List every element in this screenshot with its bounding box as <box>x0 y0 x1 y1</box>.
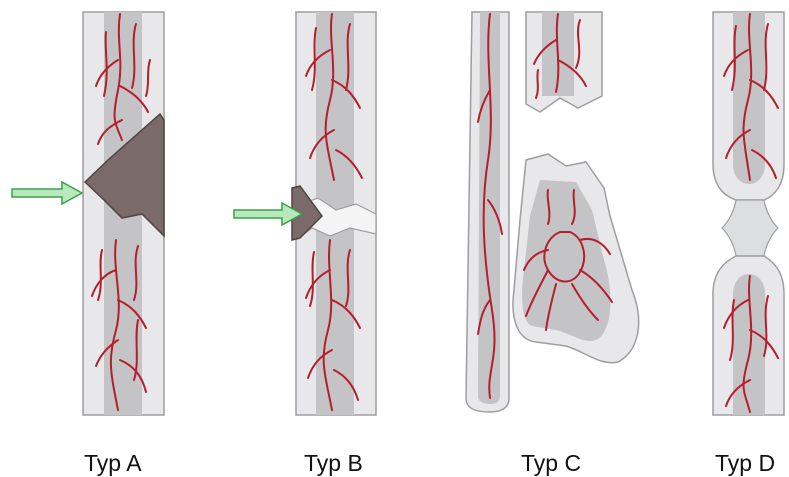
panel-c-lower-fragment <box>513 154 639 363</box>
caption-typ-d: Typ D <box>715 450 775 477</box>
panel-d-callus <box>722 200 778 256</box>
panel-a-arrow <box>12 182 82 204</box>
panel-c-shaft <box>466 12 509 412</box>
caption-typ-b: Typ B <box>304 450 363 477</box>
panel-b-bone <box>292 12 376 415</box>
panel-a-bone <box>83 12 164 415</box>
panel-c-upper-fragment <box>526 12 602 112</box>
caption-typ-c: Typ C <box>521 450 581 477</box>
caption-typ-a: Typ A <box>84 450 142 477</box>
panel-d-bone <box>713 12 784 415</box>
